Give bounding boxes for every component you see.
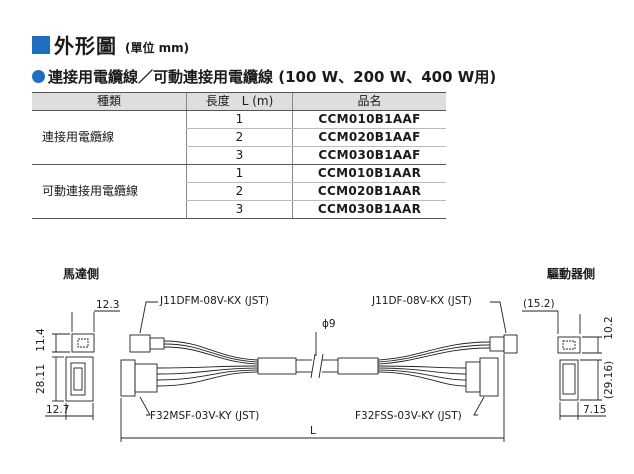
bullet-circle-icon — [32, 70, 45, 83]
right-bottom-pins — [562, 363, 576, 395]
length-cell: 2 — [186, 128, 293, 147]
right-power-boot — [465, 361, 481, 393]
label-connector-top-left: J11DFM-08V-KX (JST) — [159, 295, 269, 307]
left-signal-boot — [149, 337, 165, 350]
col-header-part: 品名 — [292, 92, 446, 111]
cable-spec-table: 種類 長度 L (m) 品名 連接用電纜線 1 CCM010B1AAF 2 CC… — [32, 92, 446, 219]
driver-side-label: 驅動器側 — [547, 267, 596, 281]
dim-right-height-bottom: (29.16) — [603, 361, 615, 399]
dim-left-width-top: 12.3 — [96, 299, 119, 311]
left-bottom-pins — [73, 367, 83, 391]
page-title: 外形圖 (單位 mm) — [32, 30, 189, 59]
title-unit: (單位 mm) — [125, 41, 190, 55]
dim-right-height-top: 10.2 — [603, 316, 615, 339]
part-cell: CCM030B1AAF — [292, 146, 446, 165]
part-cell: CCM020B1AAR — [292, 182, 446, 201]
cable-jacket-left — [257, 357, 297, 375]
part-cell: CCM010B1AAR — [292, 164, 446, 183]
table-row: 2 CCM020B1AAF — [32, 128, 446, 147]
right-power-connector — [479, 357, 499, 397]
right-top-pin-area — [562, 340, 576, 350]
right-top-connector-view — [557, 336, 581, 354]
type-cell: 可動連接用電纜線 — [32, 164, 187, 219]
length-cell: 3 — [186, 146, 293, 165]
left-top-connector-view — [71, 333, 95, 353]
part-cell: CCM010B1AAF — [292, 110, 446, 129]
col-header-length: 長度 L (m) — [186, 92, 293, 111]
type-cell: 連接用電纜線 — [32, 110, 187, 165]
label-connector-top-right: J11DF-08V-KX (JST) — [371, 295, 472, 307]
label-cable-diameter: ϕ9 — [322, 318, 336, 330]
dim-left-height-top: 11.4 — [35, 328, 47, 352]
left-bottom-connector-view — [65, 356, 94, 402]
left-signal-connector — [129, 334, 151, 353]
table-row: 連接用電纜線 1 CCM010B1AAF — [32, 110, 446, 165]
left-top-pin-area — [77, 338, 89, 348]
table-header-row: 種類 長度 L (m) 品名 — [32, 92, 446, 111]
right-bottom-connector-view — [559, 359, 579, 401]
dim-right-width-top: (15.2) — [523, 298, 555, 310]
label-connector-bottom-right: F32FSS-03V-KY (JST) — [355, 410, 462, 422]
motor-side-label: 馬達側 — [63, 267, 100, 281]
cable-jacket-right — [337, 357, 379, 375]
title-square-icon — [32, 35, 50, 54]
title-text: 外形圖 — [54, 34, 117, 58]
dim-left-height-bottom: 28.11 — [35, 364, 47, 394]
table-row: 3 CCM030B1AAF — [32, 146, 446, 165]
right-signal-connector — [503, 334, 518, 354]
table-row: 2 CCM020B1AAR — [32, 182, 446, 201]
part-cell: CCM030B1AAR — [292, 200, 446, 219]
length-cell: 1 — [186, 164, 293, 183]
left-bottom-housing — [70, 362, 86, 396]
col-header-type: 種類 — [32, 92, 187, 111]
left-power-body — [134, 363, 158, 393]
table-row: 3 CCM030B1AAR — [32, 200, 446, 219]
length-cell: 3 — [186, 200, 293, 219]
dim-right-width-bottom: 7.15 — [583, 404, 606, 416]
part-cell: CCM020B1AAF — [292, 128, 446, 147]
label-connector-bottom-left: F32MSF-03V-KY (JST) — [150, 410, 259, 422]
dim-left-width-bottom: 12.7 — [46, 404, 69, 416]
section-heading: 連接用電纜線／可動連接用電纜線 (100 W、200 W、400 W用) — [32, 66, 496, 87]
right-signal-boot — [489, 336, 505, 352]
label-length-L: L — [310, 425, 316, 437]
table-row: 可動連接用電纜線 1 CCM010B1AAR — [32, 164, 446, 219]
length-cell: 1 — [186, 110, 293, 129]
left-power-flange — [120, 359, 136, 397]
length-cell: 2 — [186, 182, 293, 201]
cable-break-symbol — [310, 353, 316, 379]
section-heading-text: 連接用電纜線／可動連接用電纜線 (100 W、200 W、400 W用) — [48, 68, 497, 86]
